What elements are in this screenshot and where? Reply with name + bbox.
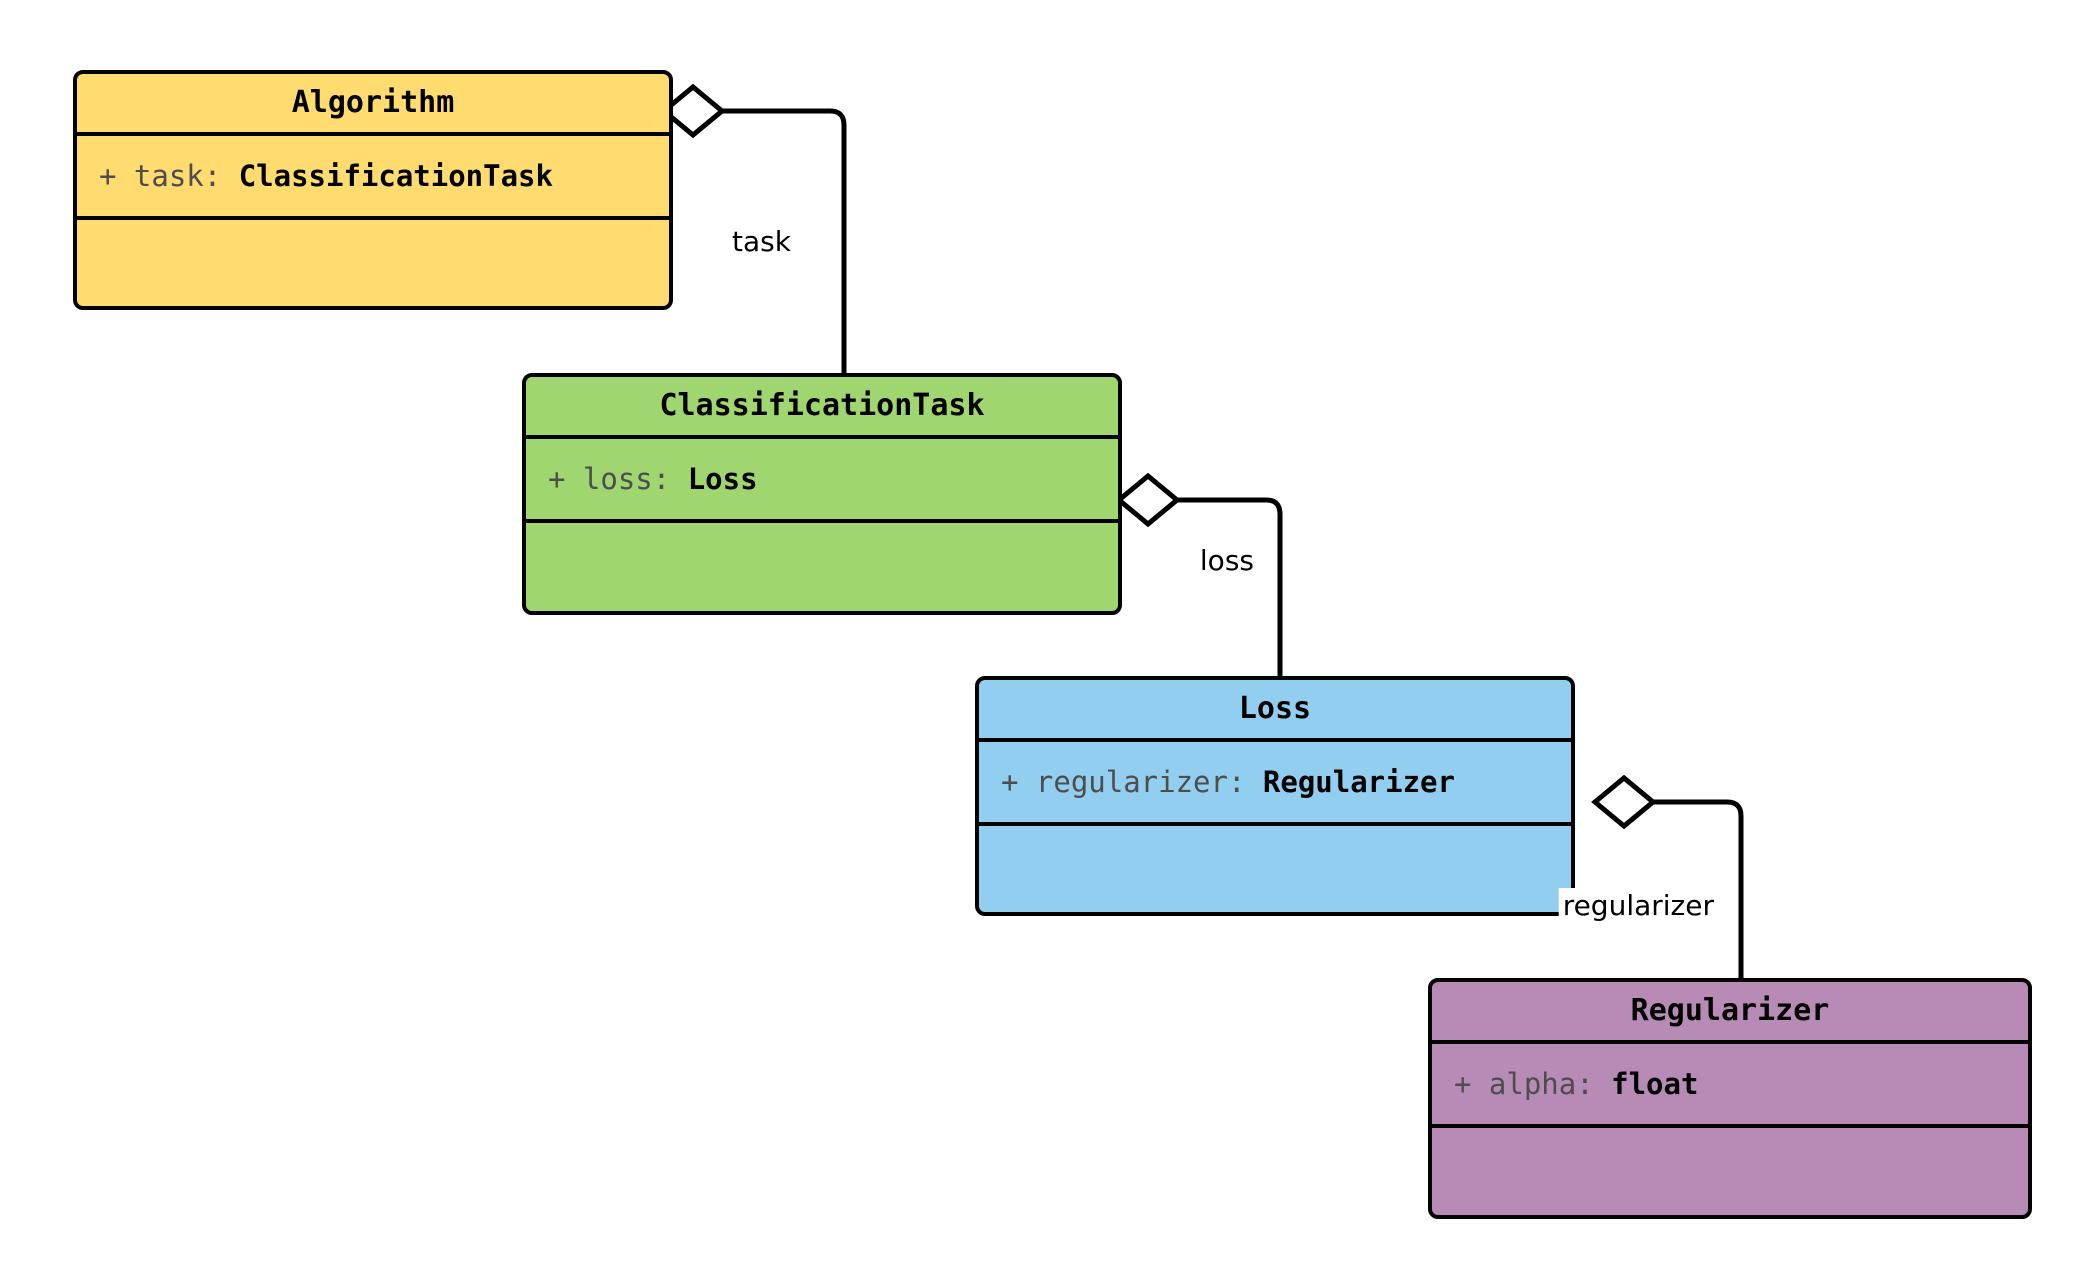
attribute-type: ClassificationTask: [238, 159, 553, 193]
class-name-loss: Loss: [979, 680, 1571, 742]
attribute-label: + regularizer:: [1001, 765, 1263, 799]
aggregation-diamond-icon: [1115, 472, 1181, 528]
uml-class-loss[interactable]: Loss + regularizer: Regularizer: [975, 676, 1575, 916]
methods-compartment-regularizer: [1432, 1128, 2028, 1194]
relation-loss[interactable]: [1115, 472, 1283, 683]
attributes-compartment-loss: + regularizer: Regularizer: [979, 742, 1571, 826]
attribute-type: Loss: [687, 462, 758, 496]
relation-label-task: task: [728, 224, 795, 260]
aggregation-diamond-icon: [1591, 774, 1657, 830]
relation-regularizer[interactable]: [1591, 774, 1744, 985]
class-name-classification-task: ClassificationTask: [526, 377, 1118, 439]
uml-class-regularizer[interactable]: Regularizer + alpha: float: [1428, 978, 2032, 1219]
attribute-label: + loss:: [548, 462, 688, 496]
attribute-row: + task: ClassificationTask: [99, 159, 553, 193]
attribute-label: + alpha:: [1454, 1067, 1612, 1101]
methods-compartment-algorithm: [77, 220, 669, 286]
attributes-compartment-regularizer: + alpha: float: [1432, 1044, 2028, 1128]
attributes-compartment-algorithm: + task: ClassificationTask: [77, 136, 669, 220]
class-name-regularizer: Regularizer: [1432, 982, 2028, 1044]
attribute-row: + loss: Loss: [548, 462, 758, 496]
methods-compartment-classification-task: [526, 523, 1118, 589]
attribute-row: + regularizer: Regularizer: [1001, 765, 1455, 799]
uml-class-classification-task[interactable]: ClassificationTask + loss: Loss: [522, 373, 1122, 615]
attribute-row: + alpha: float: [1454, 1067, 1698, 1101]
attribute-type: Regularizer: [1262, 765, 1455, 799]
relation-label-loss: loss: [1195, 543, 1258, 579]
attributes-compartment-classification-task: + loss: Loss: [526, 439, 1118, 523]
attribute-type: float: [1611, 1067, 1699, 1101]
attribute-label: + task:: [99, 159, 239, 193]
relation-label-regularizer: regularizer: [1558, 888, 1718, 924]
class-name-algorithm: Algorithm: [77, 74, 669, 136]
relation-loss-line: [1177, 497, 1283, 683]
methods-compartment-loss: [979, 826, 1571, 892]
uml-class-algorithm[interactable]: Algorithm + task: ClassificationTask: [73, 70, 673, 310]
